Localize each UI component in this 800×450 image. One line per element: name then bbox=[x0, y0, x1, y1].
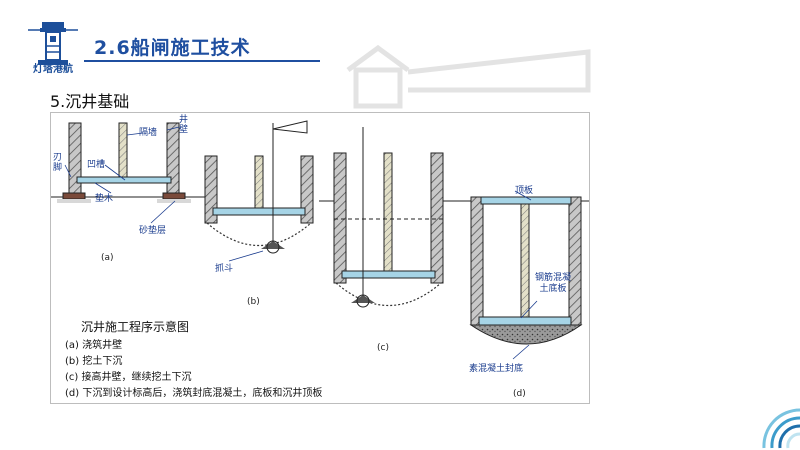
label-pad-timber: 垫木 bbox=[95, 194, 114, 204]
corner-swirl-icon bbox=[762, 408, 800, 449]
diagram-c bbox=[333, 127, 444, 308]
label-groove: 凹槽 bbox=[87, 160, 106, 170]
label-sand-cushion: 砂垫层 bbox=[139, 226, 167, 236]
label-sub-c: (c) bbox=[377, 343, 389, 353]
page-title: 2.6船闸施工技术 bbox=[94, 37, 251, 59]
label-partition-wall: 隔墙 bbox=[139, 128, 158, 138]
caption-step-a: (a) 浇筑井壁 bbox=[65, 340, 123, 351]
label-grab-bucket: 抓斗 bbox=[215, 264, 234, 274]
label-plain-concrete-seal: 素混凝土封底 bbox=[469, 364, 524, 374]
caisson-drawing bbox=[51, 120, 589, 360]
label-blade-foot: 刃脚 bbox=[53, 153, 63, 173]
caption-step-b: (b) 挖土下沉 bbox=[65, 356, 123, 367]
caption-step-c: (c) 接高井壁，继续挖土下沉 bbox=[65, 372, 192, 383]
diagram-b bbox=[204, 120, 314, 262]
diagram-a bbox=[51, 122, 219, 224]
caption-step-d: (d) 下沉到设计标高后，浇筑封底混凝土，底板和沉井顶板 bbox=[65, 388, 323, 399]
caption-title: 沉井施工程序示意图 bbox=[81, 320, 190, 334]
diagram-d bbox=[469, 190, 583, 360]
lighthouse-logo-icon bbox=[28, 22, 78, 65]
logo-text: 灯塔港航 bbox=[33, 64, 73, 75]
label-sub-d: (d) bbox=[513, 389, 526, 399]
label-sub-a: (a) bbox=[101, 253, 114, 263]
label-sub-b: (b) bbox=[247, 297, 260, 307]
label-well-wall: 井壁 bbox=[179, 115, 189, 135]
section-subtitle: 5.沉井基础 bbox=[50, 92, 130, 111]
house-watermark-icon bbox=[346, 44, 591, 109]
title-underline bbox=[84, 60, 320, 62]
label-top-slab: 顶板 bbox=[515, 186, 534, 196]
caisson-diagram: 刃脚 凹槽 隔墙 井壁 垫木 砂垫层 (a) 抓斗 (b) (c) 顶板 钢筋混… bbox=[50, 112, 590, 404]
label-rc-bottom-slab: 钢筋混凝土底板 bbox=[535, 273, 572, 294]
